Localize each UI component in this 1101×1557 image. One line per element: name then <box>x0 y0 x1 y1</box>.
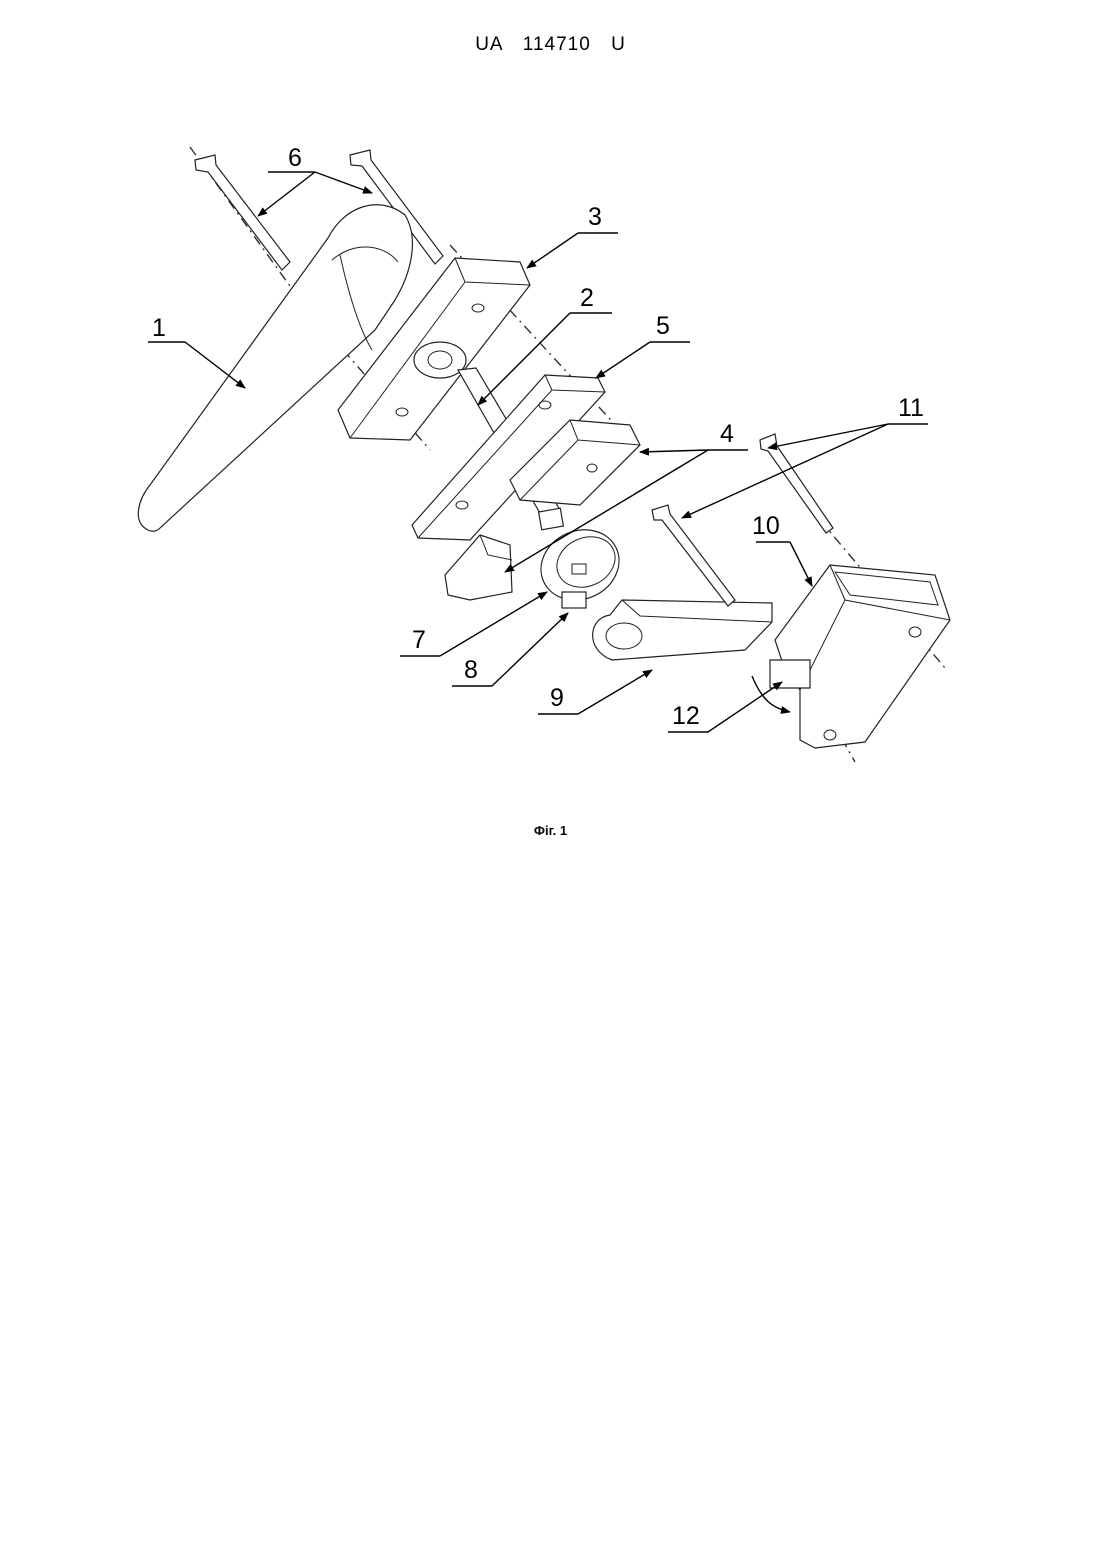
label-1: 1 <box>152 314 166 342</box>
lever-9 <box>593 600 772 660</box>
label-7: 7 <box>412 626 426 654</box>
label-11: 11 <box>898 394 924 422</box>
label-6: 6 <box>288 144 302 172</box>
bracket-10 <box>770 565 950 748</box>
label-12: 12 <box>672 702 700 730</box>
label-8: 8 <box>464 656 478 684</box>
pin-8 <box>562 592 586 608</box>
screws-11 <box>652 434 833 606</box>
label-10: 10 <box>752 512 780 540</box>
figure-caption: Фіг. 1 <box>0 823 1101 838</box>
label-9: 9 <box>550 684 564 712</box>
label-4: 4 <box>720 420 734 448</box>
label-3: 3 <box>588 203 602 231</box>
label-2: 2 <box>580 284 594 312</box>
label-5: 5 <box>656 312 670 340</box>
